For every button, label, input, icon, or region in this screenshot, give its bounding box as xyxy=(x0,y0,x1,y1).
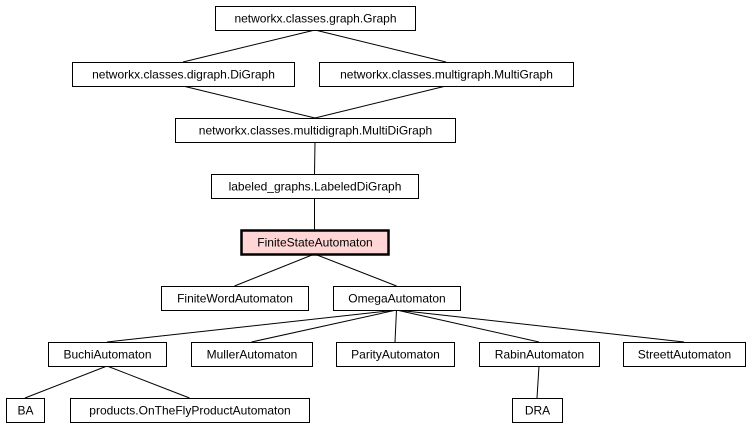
node-streett[interactable]: StreettAutomaton xyxy=(623,342,746,367)
edge-omega-to-rabin xyxy=(396,309,540,343)
node-buchi[interactable]: BuchiAutomaton xyxy=(48,342,167,367)
node-label: StreettAutomaton xyxy=(638,348,731,362)
edges-layer xyxy=(24,29,685,399)
node-box xyxy=(479,342,600,367)
edge-multidigraph-to-labeleddigraph xyxy=(314,141,316,175)
edge-rabin-to-dra xyxy=(536,365,540,399)
edge-fsa-to-omega xyxy=(314,253,397,287)
node-parity[interactable]: ParityAutomaton xyxy=(336,342,455,367)
node-multidigraph[interactable]: networkx.classes.multidigraph.MultiDiGra… xyxy=(175,118,456,143)
node-box xyxy=(191,342,313,367)
node-box xyxy=(512,398,563,423)
node-label: networkx.classes.digraph.DiGraph xyxy=(92,68,275,82)
edge-omega-to-streett xyxy=(396,309,685,343)
node-dra[interactable]: DRA xyxy=(512,398,563,423)
edge-multigraph-to-multidigraph xyxy=(314,85,447,119)
node-label: ParityAutomaton xyxy=(351,348,440,362)
edge-buchi-to-ba xyxy=(24,365,108,399)
node-label: products.OnTheFlyProductAutomaton xyxy=(89,404,290,418)
node-label: BuchiAutomaton xyxy=(63,348,151,362)
node-label: FiniteWordAutomaton xyxy=(177,292,293,306)
node-omega[interactable]: OmegaAutomaton xyxy=(333,286,461,311)
edge-fsa-to-fwa xyxy=(234,253,315,287)
node-graph[interactable]: networkx.classes.graph.Graph xyxy=(215,6,416,31)
node-label: BA xyxy=(17,404,33,418)
node-box xyxy=(6,398,45,423)
node-label: MullerAutomaton xyxy=(207,348,298,362)
node-label: networkx.classes.graph.Graph xyxy=(234,12,396,26)
node-box xyxy=(333,286,461,311)
edge-graph-to-multigraph xyxy=(314,29,447,63)
edge-digraph-to-multidigraph xyxy=(182,85,316,119)
node-box xyxy=(48,342,167,367)
node-box xyxy=(211,174,419,199)
node-ba[interactable]: BA xyxy=(6,398,45,423)
node-box xyxy=(72,62,295,87)
node-box xyxy=(623,342,746,367)
node-box xyxy=(319,62,574,87)
node-label: networkx.classes.multigraph.MultiGraph xyxy=(340,68,553,82)
node-label: FiniteStateAutomaton xyxy=(257,236,372,250)
node-box xyxy=(215,6,416,31)
edge-buchi-to-product xyxy=(106,365,190,399)
edge-omega-to-parity xyxy=(394,309,397,343)
node-box xyxy=(336,342,455,367)
edge-omega-to-buchi xyxy=(106,309,397,343)
node-label: labeled_graphs.LabeledDiGraph xyxy=(229,180,402,194)
node-label: networkx.classes.multidigraph.MultiDiGra… xyxy=(199,124,432,138)
node-digraph[interactable]: networkx.classes.digraph.DiGraph xyxy=(72,62,295,87)
node-fwa[interactable]: FiniteWordAutomaton xyxy=(161,286,309,311)
node-label: DRA xyxy=(525,404,550,418)
nodes-layer: networkx.classes.graph.Graph networkx.cla… xyxy=(6,6,746,423)
edge-omega-to-muller xyxy=(251,309,397,343)
node-multigraph[interactable]: networkx.classes.multigraph.MultiGraph xyxy=(319,62,574,87)
edge-graph-to-digraph xyxy=(182,29,316,63)
node-box xyxy=(175,118,456,143)
node-label: OmegaAutomaton xyxy=(348,292,445,306)
node-fsa: FiniteStateAutomaton xyxy=(240,229,390,256)
node-product[interactable]: products.OnTheFlyProductAutomaton xyxy=(70,398,310,423)
node-label: RabinAutomaton xyxy=(495,348,584,362)
node-box xyxy=(240,229,390,256)
node-labeleddigraph[interactable]: labeled_graphs.LabeledDiGraph xyxy=(211,174,419,199)
node-box xyxy=(70,398,310,423)
node-rabin[interactable]: RabinAutomaton xyxy=(479,342,600,367)
node-box xyxy=(161,286,309,311)
node-muller[interactable]: MullerAutomaton xyxy=(191,342,313,367)
